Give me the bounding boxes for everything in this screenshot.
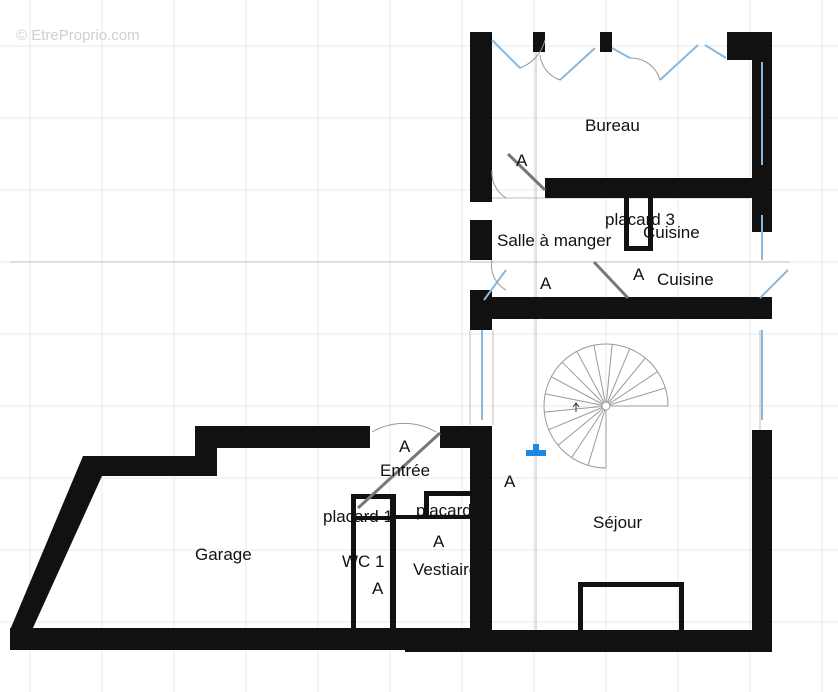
wall-placard2-top [424, 491, 474, 496]
marker-a-wc: A [372, 579, 384, 598]
room-label-placard-3: placard 3 [605, 210, 675, 229]
room-label-salle-a-manger: Salle à manger [497, 231, 612, 250]
door-leaves [356, 152, 630, 510]
watermark: © EtreProprio.com [16, 27, 140, 44]
stair-step [605, 387, 666, 407]
room-label-placard-2: placard 2 [416, 501, 486, 520]
blue-marker-icon [526, 444, 546, 456]
wall-mid-horizontal [470, 297, 772, 319]
stair-step [551, 376, 607, 407]
room-labels: Bureau Salle à manger placard 3 Cuisine … [195, 116, 714, 579]
stairs-outline [543, 343, 669, 469]
wall-entree-top-left [195, 426, 370, 448]
wall-bureau-bottom [545, 178, 772, 198]
marker-a-vestiaire: A [433, 532, 445, 551]
stair-step [605, 348, 631, 407]
wall-sejour-box-top [578, 582, 684, 587]
stairs-direction-arrow [572, 402, 580, 412]
wall-entree-top-right [440, 426, 492, 448]
room-label-vestiaire: Vestiaire [413, 560, 478, 579]
room-label-placard-1: placard 1 [323, 507, 393, 526]
wall-wc-left [351, 494, 356, 630]
wall-bottom-right [405, 630, 772, 652]
stair-step [576, 351, 607, 407]
wall-placard1-mid [356, 516, 396, 520]
wall-upper-left [470, 32, 492, 202]
wall-salle-left [470, 220, 492, 260]
room-label-entree: Entrée [380, 461, 430, 480]
wall-placard1-top [356, 494, 396, 499]
room-label-wc-1: WC 1 [342, 552, 385, 571]
wall-mid-left-post [470, 290, 492, 330]
stair-step [605, 371, 658, 407]
windows [481, 39, 789, 420]
room-label-sejour: Séjour [593, 513, 642, 532]
stair-step [557, 405, 607, 446]
walls [10, 32, 772, 652]
marker-a-salle-a-manger: A [540, 274, 552, 293]
stair-step [548, 405, 607, 431]
wall-top-post-1 [533, 32, 545, 52]
wall-top-corner-left [470, 32, 490, 52]
room-label-cuisine-2: Cuisine [657, 270, 714, 289]
wall-wc-right [390, 494, 396, 630]
stair-step [587, 405, 607, 466]
marker-a-bureau-door: A [516, 151, 528, 170]
stair-step [593, 345, 607, 407]
wall-top-post-2 [600, 32, 612, 52]
wall-sejour-box-right [679, 582, 684, 632]
door-swings [371, 39, 661, 433]
marker-a-cuisine: A [633, 265, 645, 284]
stair-step [544, 405, 607, 413]
wall-sejour-left [470, 426, 492, 652]
stair-step [605, 357, 646, 407]
stair-step [561, 361, 607, 407]
marker-a-entree: A [399, 437, 411, 456]
wall-bottom-long [10, 628, 492, 650]
wall-placard3-bottom [624, 246, 653, 251]
wall-vestiaire-top [396, 515, 472, 519]
wall-sejour-right [752, 430, 772, 652]
spiral-staircase [543, 343, 669, 469]
room-label-bureau: Bureau [585, 116, 640, 135]
stair-step [605, 344, 613, 407]
a-markers: A A A A A A A [372, 151, 645, 598]
stair-step [545, 393, 607, 407]
wall-placard3-left [624, 196, 629, 250]
wall-garage-outline [10, 426, 217, 630]
stairs-center-post [601, 401, 611, 411]
wall-sejour-box-left [578, 582, 583, 632]
marker-a-sejour: A [504, 472, 516, 491]
stair-step [571, 405, 607, 458]
wall-placard2-left [424, 491, 429, 515]
room-label-garage: Garage [195, 545, 252, 564]
wall-top-corner-right [727, 32, 772, 60]
wall-placard3-right [648, 186, 653, 250]
room-label-cuisine-1: Cuisine [643, 223, 700, 242]
